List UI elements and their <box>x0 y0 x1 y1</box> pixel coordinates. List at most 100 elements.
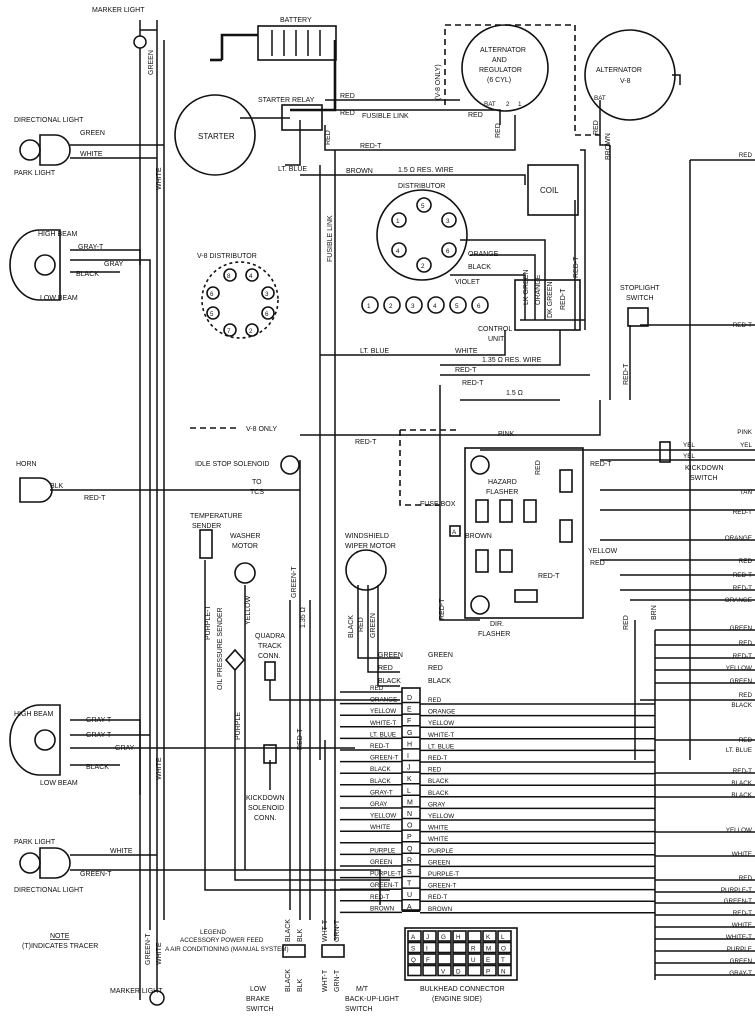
bulkhead-cell-letter: J <box>426 934 429 941</box>
far-right-wire-label: WHITE <box>732 922 752 929</box>
connector-pin-letter: G <box>407 730 412 737</box>
wire-label-right: BLACK <box>428 790 449 797</box>
svg-text:RED: RED <box>358 617 365 632</box>
bulkhead-cell <box>422 930 437 942</box>
bulkhead-cell <box>497 930 512 942</box>
svg-text:V-8 ONLY: V-8 ONLY <box>246 426 277 433</box>
connector-pin-letter: R <box>407 857 412 864</box>
svg-text:BLACK: BLACK <box>86 764 109 771</box>
far-right-wire-label: RED <box>739 692 753 699</box>
wire-label-left: GRAY <box>370 801 388 808</box>
svg-text:RED-T: RED-T <box>462 380 484 387</box>
svg-text:GREEN: GREEN <box>378 652 403 659</box>
far-right-wire-label: PURPLE-T <box>721 887 752 894</box>
wire-label-left: GRAY-T <box>370 789 393 796</box>
svg-text:SOLENOID: SOLENOID <box>248 805 284 812</box>
bulkhead-cell <box>497 964 512 977</box>
bulkhead-cell-letter: T <box>501 957 505 964</box>
svg-text:4: 4 <box>396 248 400 255</box>
svg-text:GRN-T: GRN-T <box>334 919 341 942</box>
fuse-box: FUSE BOX HAZARD FLASHER DIR. FLASHER A <box>420 447 584 638</box>
svg-text:MARKER LIGHT: MARKER LIGHT <box>110 988 163 995</box>
svg-text:WHITE: WHITE <box>110 848 133 855</box>
svg-text:(ENGINE SIDE): (ENGINE SIDE) <box>432 996 482 1003</box>
svg-text:BRAKE: BRAKE <box>246 996 270 1003</box>
svg-text:M/T: M/T <box>356 986 369 993</box>
svg-text:WINDSHIELD: WINDSHIELD <box>345 533 389 540</box>
wire-label-right: PURPLE <box>428 848 453 855</box>
svg-text:RED-T: RED-T <box>455 367 477 374</box>
bulkhead-cell-letter: Q <box>411 957 416 964</box>
bulkhead-cell <box>467 930 482 942</box>
wire-label-right: RED <box>428 767 442 774</box>
bulkhead-cell-letter: E <box>486 957 490 964</box>
bulkhead-cell <box>422 964 437 977</box>
far-right-wire-label: RED-T <box>733 768 752 775</box>
connector-pin-letter: M <box>407 799 413 806</box>
bulkhead-cell <box>467 941 482 954</box>
marker-light-bottom: MARKER LIGHT <box>110 988 165 1006</box>
backup-light-switch: WHT-T GRN-T WHT-T GRN-T M/T BACK-UP-LIGH… <box>321 919 400 1013</box>
svg-text:WHITE: WHITE <box>156 942 163 965</box>
svg-text:6: 6 <box>477 303 481 310</box>
svg-text:3: 3 <box>446 218 450 225</box>
svg-text:7: 7 <box>227 328 231 335</box>
starter-relay-label: STARTER RELAY <box>258 97 315 104</box>
svg-text:BLK: BLK <box>297 928 304 942</box>
svg-text:VIOLET: VIOLET <box>455 279 481 286</box>
svg-text:GRAY-T: GRAY-T <box>78 244 104 251</box>
svg-text:BLK: BLK <box>297 978 304 992</box>
svg-text:WHITE: WHITE <box>455 348 478 355</box>
svg-text:A: A <box>452 529 457 536</box>
control-unit: CONTROL UNIT <box>478 279 581 343</box>
bulkhead-cell <box>407 953 422 965</box>
svg-text:BAT: BAT <box>484 101 496 108</box>
wire-label-left: GREEN-T <box>370 882 398 889</box>
svg-text:5: 5 <box>455 303 459 310</box>
wire-label-right: GREEN <box>428 859 451 866</box>
svg-text:V-8 DISTRIBUTOR: V-8 DISTRIBUTOR <box>197 253 257 260</box>
far-right-wire-label: PURPLE <box>727 946 752 953</box>
far-right-wire-label: GRAY-T <box>729 970 752 977</box>
svg-text:(T)INDICATES TRACER: (T)INDICATES TRACER <box>22 943 98 950</box>
bulkhead-cell <box>437 964 452 977</box>
far-right-wire-label: BLACK <box>731 702 752 709</box>
bulkhead-cell <box>422 941 437 954</box>
wire-label-left: RED <box>370 685 384 692</box>
svg-text:WHT-T: WHT-T <box>322 919 329 942</box>
svg-text:GRAY-T: GRAY-T <box>86 732 112 739</box>
svg-text:GRAY: GRAY <box>115 745 135 752</box>
headlight-bottom: HIGH BEAM LOW BEAM <box>9 704 78 787</box>
svg-text:WHITE: WHITE <box>156 757 163 780</box>
bulkhead-cell <box>467 953 482 965</box>
svg-text:RED: RED <box>378 665 393 672</box>
bulkhead-cell <box>437 953 452 965</box>
alternator-6cyl: ALTERNATOR AND REGULATOR (6 CYL) BAT 2 1 <box>461 24 549 112</box>
svg-text:RED: RED <box>325 130 332 145</box>
wire-label-right: WHITE-T <box>428 732 454 739</box>
bulkhead-cell <box>422 953 437 965</box>
kickdown-switch: YEL YEL KICKDOWN SWITCH <box>659 441 724 482</box>
far-right-wire-label: YELLOW <box>726 665 752 672</box>
svg-text:SWITCH: SWITCH <box>626 295 654 302</box>
svg-text:LOW: LOW <box>250 986 266 993</box>
stoplight-switch: STOPLIGHT SWITCH <box>620 285 660 327</box>
wire-label-left: YELLOW <box>370 813 396 820</box>
svg-text:WASHER: WASHER <box>230 533 260 540</box>
svg-text:CONN.: CONN. <box>254 815 277 822</box>
svg-text:LOW BEAM: LOW BEAM <box>40 295 78 302</box>
bulkhead-cell-letter: P <box>486 969 490 976</box>
svg-text:RED: RED <box>590 560 605 567</box>
bulkhead-cell <box>437 941 452 954</box>
bulkhead-cell <box>452 941 467 954</box>
far-right-wire-label: RED-T <box>733 910 752 917</box>
svg-text:RED-T: RED-T <box>84 495 106 502</box>
svg-text:TCS: TCS <box>250 489 264 496</box>
svg-text:1.35 Ω RES. WIRE: 1.35 Ω RES. WIRE <box>482 357 542 364</box>
bulkhead-cell-letter: U <box>471 957 476 964</box>
wire-label-right: RED-T <box>428 894 447 901</box>
bulkhead-connector-column <box>401 687 421 911</box>
wire-label-right: RED <box>428 697 442 704</box>
